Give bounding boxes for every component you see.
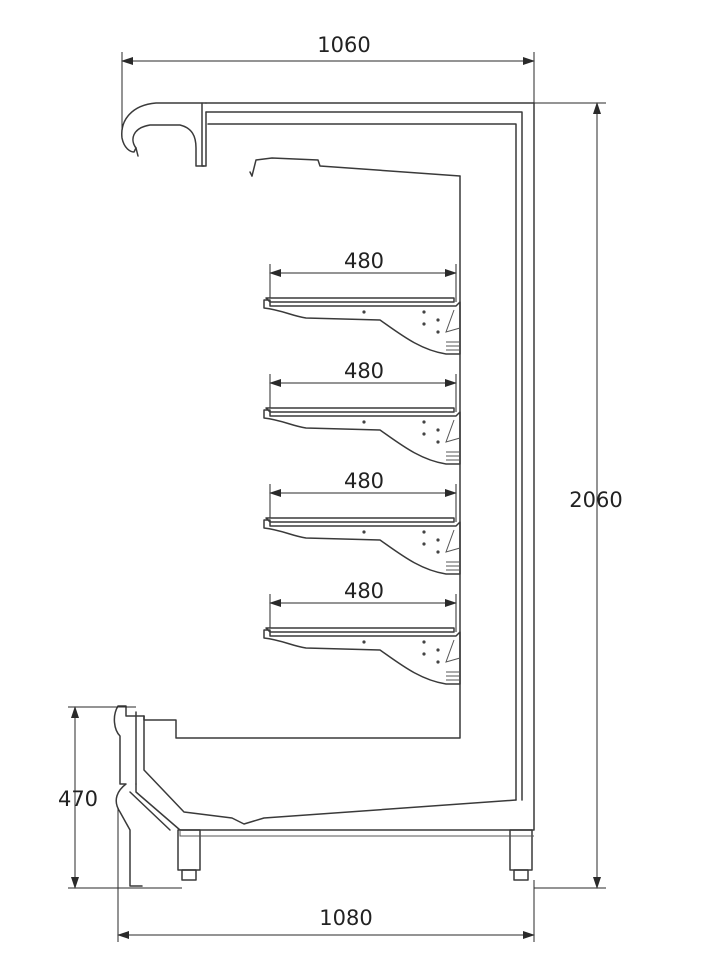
shelf: 480 bbox=[263, 579, 461, 685]
total-height-label: 2060 bbox=[569, 488, 622, 512]
shelf-depth-label: 480 bbox=[344, 249, 384, 273]
canopy bbox=[121, 102, 461, 177]
cabinet-outline bbox=[143, 102, 535, 831]
base-height-label: 470 bbox=[58, 787, 98, 811]
shelf-depth-label: 480 bbox=[344, 579, 384, 603]
dimension-top-width: 1060 bbox=[121, 33, 535, 130]
shelf: 480 bbox=[263, 469, 461, 575]
base-front bbox=[113, 705, 534, 887]
bottom-width-label: 1080 bbox=[319, 906, 372, 930]
dimension-base-height: 470 bbox=[58, 706, 182, 889]
dimension-total-height: 2060 bbox=[534, 102, 623, 889]
shelf: 480 bbox=[263, 359, 461, 465]
dimension-bottom-width: 1080 bbox=[117, 808, 535, 942]
shelf-depth-label: 480 bbox=[344, 469, 384, 493]
shelf: 480 bbox=[263, 249, 461, 355]
shelf-depth-label: 480 bbox=[344, 359, 384, 383]
top-width-label: 1060 bbox=[317, 33, 370, 57]
shelves: 480 480 480 480 bbox=[263, 249, 461, 685]
